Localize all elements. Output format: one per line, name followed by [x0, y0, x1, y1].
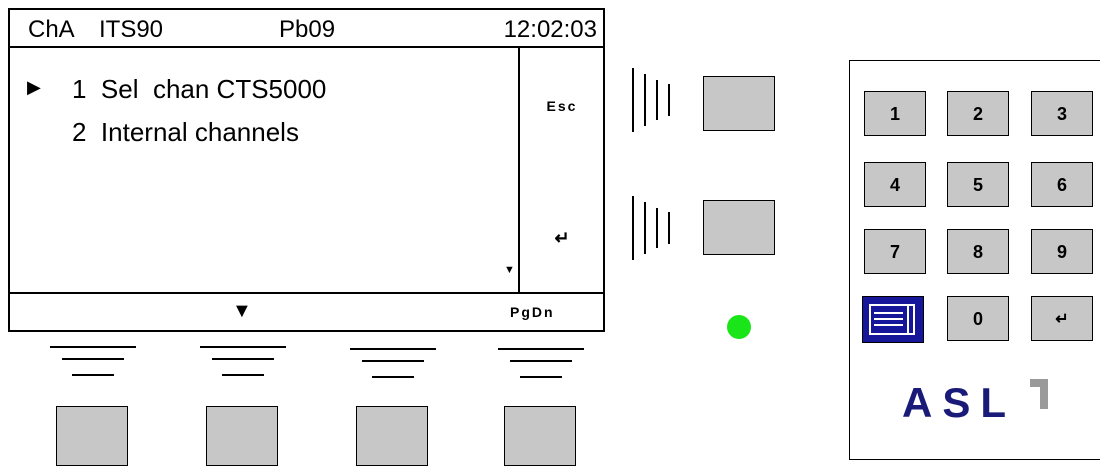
key-9[interactable]: 9 — [1031, 229, 1093, 274]
key-enter-icon[interactable]: ↵ — [1031, 296, 1093, 341]
lcd-display: ChA ITS90 Pb09 12:02:03 ▶ 1 Sel chan CTS… — [8, 8, 605, 332]
asl-logo-mark-icon — [1030, 379, 1048, 409]
numeric-keypad: 1 2 3 4 5 6 7 8 9 0 ↵ ASL — [849, 60, 1100, 460]
key-indicator-lines — [50, 346, 140, 382]
probe-label: Pb09 — [279, 16, 336, 43]
key-1[interactable]: 1 — [864, 91, 926, 136]
pgdn-softkey-button[interactable] — [504, 406, 576, 466]
key-4[interactable]: 4 — [864, 162, 926, 207]
scroll-down-indicator-icon: ▼ — [504, 264, 515, 276]
menu-item-number: 1 — [72, 74, 87, 104]
key-indicator-lines — [350, 348, 440, 384]
bottom-softkey-button-2[interactable] — [206, 406, 278, 466]
footer-down-arrow-icon: ▼ — [232, 300, 252, 322]
status-header: ChA ITS90 Pb09 12:02:03 — [10, 10, 603, 48]
menu-item-label: Sel chan CTS5000 — [100, 74, 327, 104]
key-indicator-lines — [632, 68, 680, 132]
key-indicator-lines — [632, 196, 680, 260]
bottom-softkey-button-1[interactable] — [56, 406, 128, 466]
menu-item-label: Internal channels — [100, 117, 299, 147]
softkey-footer: ▼ PgDn — [10, 292, 603, 330]
key-8[interactable]: 8 — [947, 229, 1009, 274]
selection-cursor-icon: ▶ — [27, 77, 41, 97]
channel-label: ChA — [28, 16, 75, 43]
softkey-label-esc: Esc — [546, 98, 578, 114]
menu-item-select-channel[interactable]: 1 Sel chan CTS5000 — [72, 74, 326, 105]
key-2[interactable]: 2 — [947, 91, 1009, 136]
bottom-softkey-button-3[interactable] — [356, 406, 428, 466]
softkey-divider — [518, 48, 520, 292]
status-led-indicator — [727, 315, 751, 339]
menu-item-internal-channels[interactable]: 2 Internal channels — [72, 117, 299, 148]
temperature-scale-label: ITS90 — [99, 16, 164, 43]
key-3[interactable]: 3 — [1031, 91, 1093, 136]
menu-list-icon[interactable] — [862, 296, 924, 343]
softkey-label-enter-icon: ↵ — [554, 228, 570, 248]
menu-item-number: 2 — [72, 117, 87, 147]
menu-list: ▶ 1 Sel chan CTS5000 2 Internal channels… — [10, 48, 518, 292]
key-0[interactable]: 0 — [947, 296, 1009, 341]
key-indicator-lines — [498, 348, 588, 384]
key-indicator-lines — [200, 346, 290, 382]
softkey-label-pgdn: PgDn — [510, 304, 555, 320]
clock-time: 12:02:03 — [503, 16, 597, 43]
enter-softkey-button[interactable] — [703, 200, 775, 255]
key-7[interactable]: 7 — [864, 229, 926, 274]
key-5[interactable]: 5 — [947, 162, 1009, 207]
asl-logo: ASL — [902, 379, 1016, 426]
esc-softkey-button[interactable] — [703, 76, 775, 131]
key-6[interactable]: 6 — [1031, 162, 1093, 207]
